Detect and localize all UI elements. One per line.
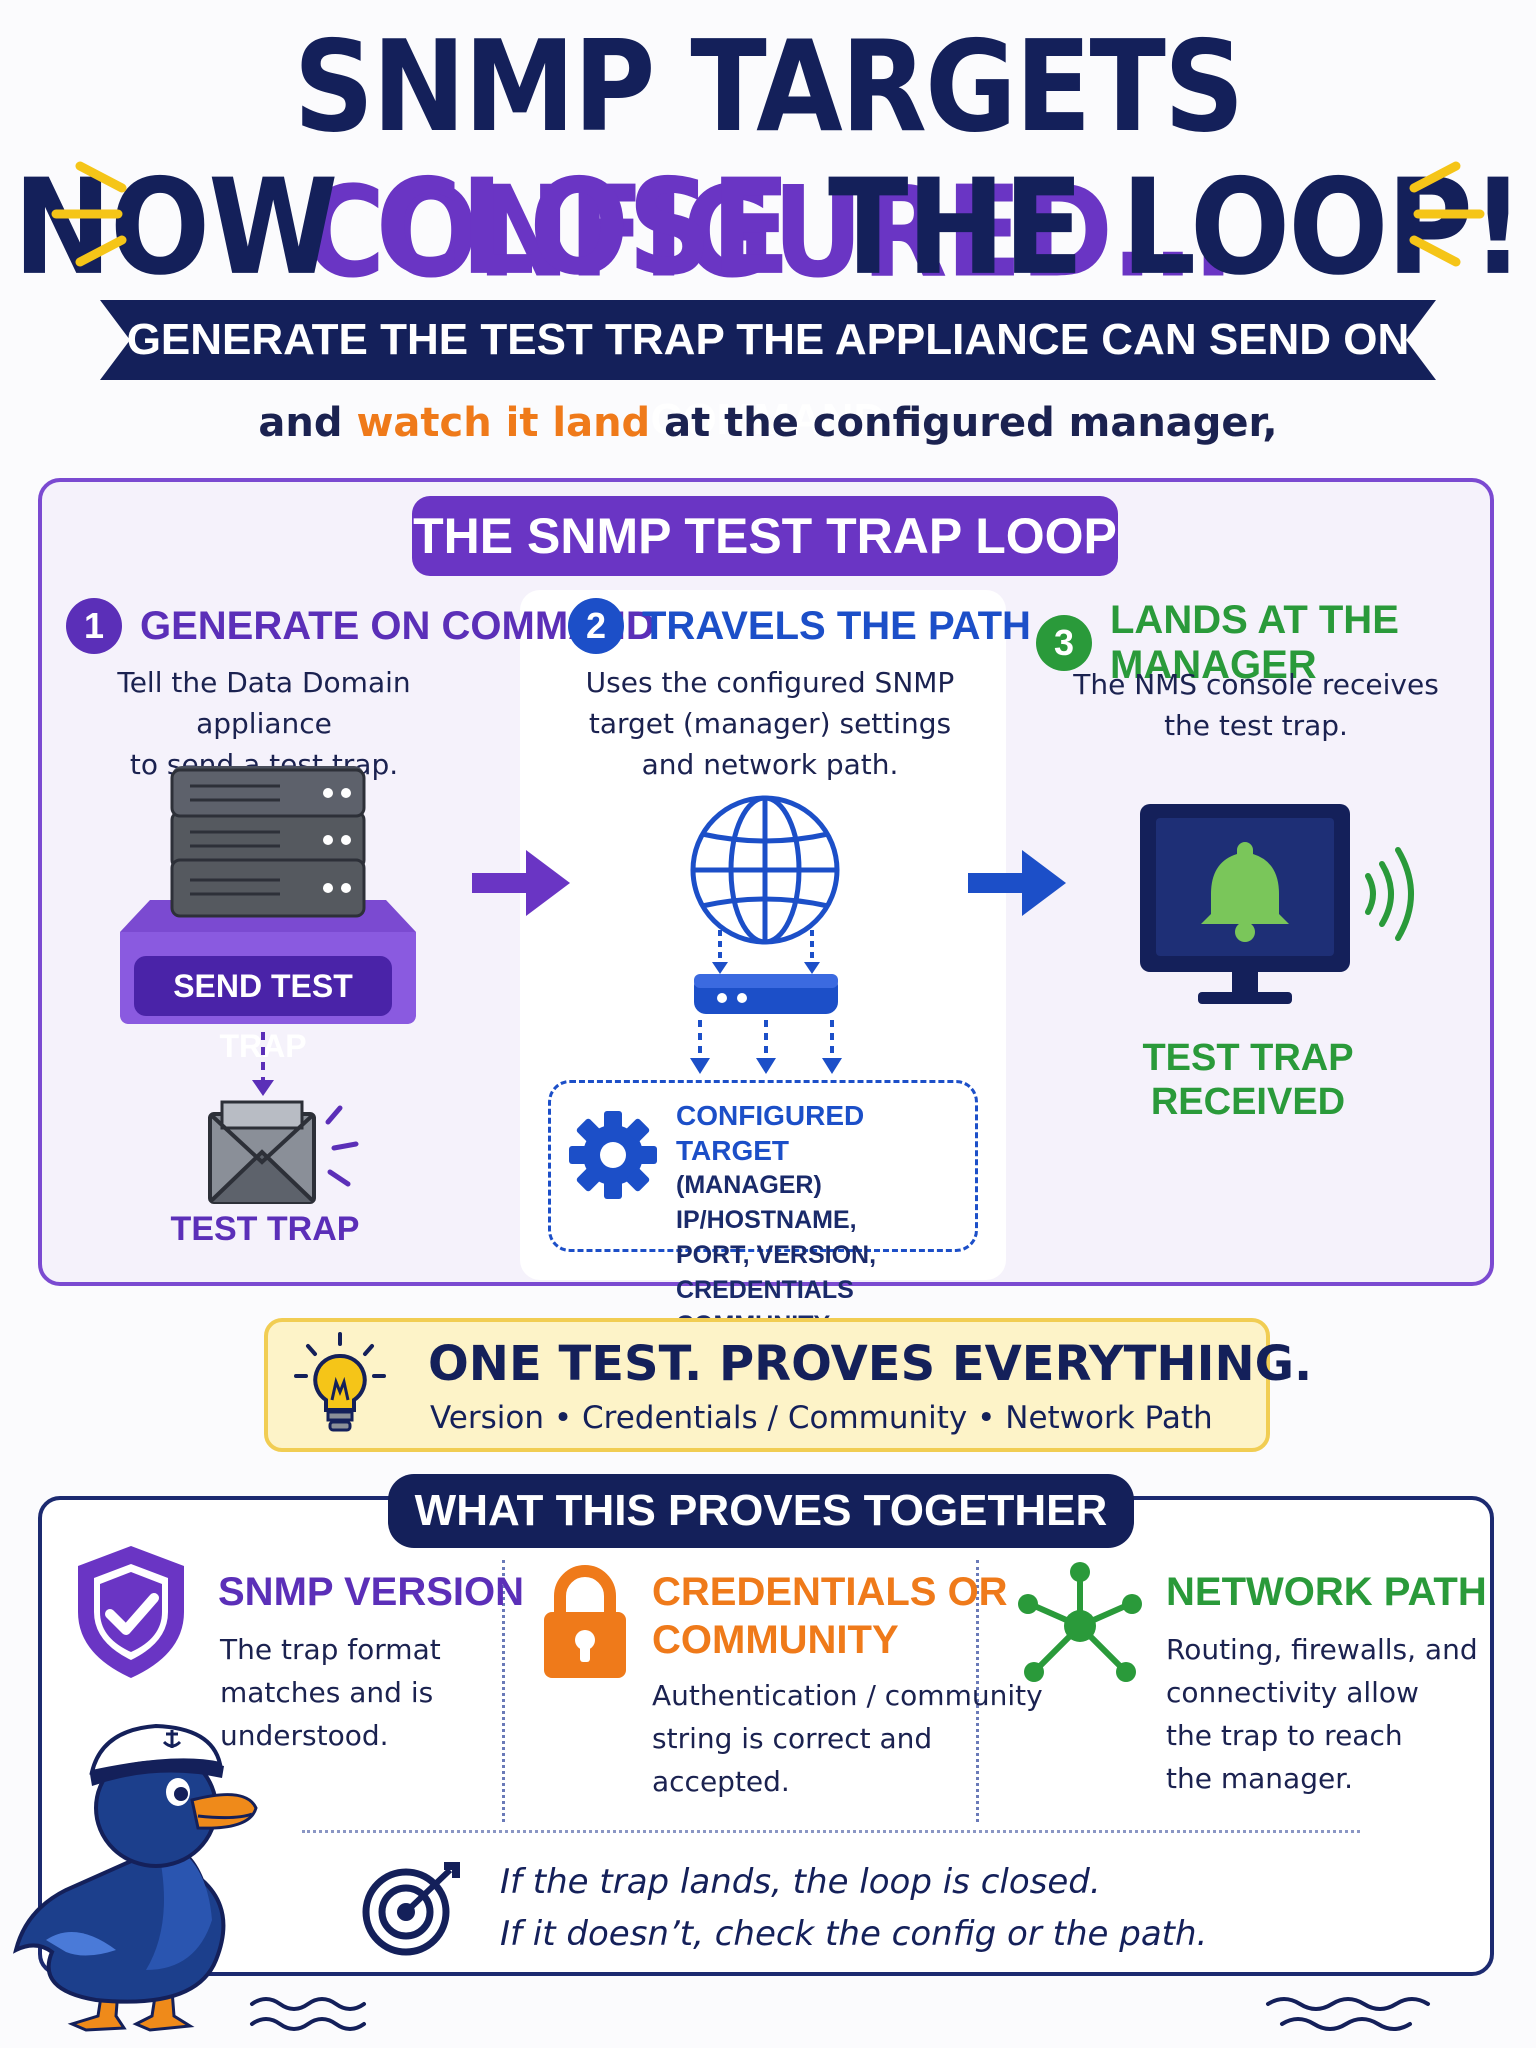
proves-item-3-desc-line: Routing, firewalls, and bbox=[1166, 1633, 1478, 1666]
send-test-trap-button[interactable]: SEND TEST TRAP bbox=[134, 956, 392, 1064]
arrow-right-icon bbox=[968, 850, 1066, 916]
proves-item-3-title: NETWORK PATH bbox=[1166, 1568, 1487, 1616]
subtitle: and watch it land at the configured mana… bbox=[0, 400, 1536, 446]
proves-panel bbox=[38, 1496, 1494, 1976]
configured-target-line: (MANAGER) IP/HOSTNAME, bbox=[676, 1171, 857, 1234]
headline-line-2: NOW CLOSE THE LOOP! bbox=[0, 150, 1536, 305]
step-2-description: Uses the configured SNMP target (manager… bbox=[560, 662, 980, 785]
loop-title: THE SNMP TEST TRAP LOOP bbox=[412, 496, 1118, 576]
proves-item-2-desc-line: Authentication / community bbox=[652, 1679, 1043, 1712]
step-2-number: 2 bbox=[568, 598, 624, 654]
spark-right-icon bbox=[1409, 161, 1485, 267]
configured-target-line: PORT, VERSION, CREDENTIALS bbox=[676, 1241, 877, 1304]
subtitle-text: and bbox=[258, 400, 357, 446]
step-1-desc-line: Tell the Data Domain appliance bbox=[117, 666, 411, 740]
wave-decoration bbox=[250, 1997, 366, 2031]
wave-decoration bbox=[1266, 1997, 1430, 2031]
envelope-icon bbox=[208, 1100, 359, 1204]
gear-icon bbox=[569, 1111, 657, 1199]
proves-title: WHAT THIS PROVES TOGETHER bbox=[388, 1474, 1134, 1548]
proves-item-2-title: CREDENTIALS OR COMMUNITY bbox=[652, 1568, 1008, 1664]
lightbulb-icon bbox=[294, 1332, 386, 1432]
proves-item-2-title-line: COMMUNITY bbox=[652, 1618, 899, 1662]
proves-item-1-title-line: SNMP VERSION bbox=[218, 1570, 524, 1614]
headline-highlight: CONFIGURED... bbox=[303, 160, 1235, 306]
dotted-arrow-down-icon bbox=[252, 1032, 274, 1096]
one-test-banner bbox=[264, 1318, 1270, 1452]
step-3-desc-line: the test trap. bbox=[1164, 709, 1348, 742]
network-node-icon bbox=[1018, 1562, 1142, 1682]
proves-item-2-desc-line: string is correct and bbox=[652, 1722, 933, 1755]
proves-item-1-desc-line: The trap format bbox=[220, 1633, 441, 1666]
step-2-desc-line: Uses the configured SNMP bbox=[585, 666, 955, 699]
closing-line: If it doesn’t, check the config or the p… bbox=[500, 1914, 1208, 1954]
headline-text: THE LOOP! bbox=[788, 149, 1525, 305]
step-3-title: LANDS AT THE MANAGER bbox=[1110, 598, 1399, 687]
subtitle-text: at the configured manager, bbox=[650, 400, 1278, 446]
row-divider bbox=[302, 1830, 1360, 1833]
trap-received-line: TEST TRAP bbox=[1142, 1037, 1354, 1079]
arrow-right-icon bbox=[472, 850, 570, 916]
proves-item-2-desc-line: accepted. bbox=[652, 1765, 790, 1798]
step-2-title: TRAVELS THE PATH bbox=[642, 603, 1031, 648]
proves-item-3-desc-line: the manager. bbox=[1166, 1762, 1354, 1795]
ribbon-banner bbox=[100, 300, 1436, 380]
trap-received-label: TEST TRAP RECEIVED bbox=[1110, 1036, 1386, 1124]
step-2-desc-line: and network path. bbox=[641, 748, 899, 781]
column-divider bbox=[976, 1560, 979, 1822]
step-1-description: Tell the Data Domain appliance to send a… bbox=[60, 662, 468, 785]
monitor-bell-icon bbox=[1140, 804, 1414, 1004]
subtitle-highlight: watch it land bbox=[356, 400, 651, 446]
padlock-icon bbox=[544, 1565, 626, 1678]
proves-item-3-description: Routing, firewalls, and connectivity all… bbox=[1166, 1628, 1478, 1800]
step-2-heading: 2 TRAVELS THE PATH bbox=[568, 598, 1031, 654]
step-2-desc-line: target (manager) settings bbox=[588, 707, 952, 740]
one-test-title: ONE TEST. PROVES EVERYTHING. bbox=[428, 1336, 1313, 1392]
proves-item-3-desc-line: connectivity allow bbox=[1166, 1676, 1419, 1709]
proves-item-2-title-line: CREDENTIALS OR bbox=[652, 1570, 1008, 1614]
step-3-description: The NMS console receives the test trap. bbox=[1050, 664, 1462, 746]
step-1-heading: 1 GENERATE ON COMMAND bbox=[66, 598, 655, 654]
proves-item-3-title-line: NETWORK PATH bbox=[1166, 1570, 1487, 1614]
proves-item-1-description: The trap format matches and is understoo… bbox=[220, 1628, 441, 1757]
headline-text: NOW bbox=[13, 149, 376, 305]
column-divider bbox=[502, 1560, 505, 1822]
step-1-number: 1 bbox=[66, 598, 122, 654]
router-icon bbox=[694, 930, 838, 1014]
proves-item-1-desc-line: understood. bbox=[220, 1719, 389, 1752]
configured-target-title: CONFIGURED TARGET bbox=[676, 1100, 865, 1166]
proves-item-1-title: SNMP VERSION bbox=[218, 1568, 524, 1616]
step-3-heading: 3 LANDS AT THE MANAGER bbox=[1036, 598, 1536, 688]
trap-received-line: RECEIVED bbox=[1150, 1081, 1346, 1123]
configured-target-text: CONFIGURED TARGET (MANAGER) IP/HOSTNAME,… bbox=[676, 1098, 976, 1343]
proves-item-1-desc-line: matches and is bbox=[220, 1676, 434, 1709]
step-3-number: 3 bbox=[1036, 615, 1092, 671]
shield-check-icon bbox=[78, 1546, 184, 1678]
spark-left-icon bbox=[51, 161, 127, 267]
one-test-subtitle: Version • Credentials / Community • Netw… bbox=[430, 1400, 1213, 1436]
test-trap-label: TEST TRAP bbox=[170, 1210, 360, 1248]
ribbon-text: GENERATE THE TEST TRAP THE APPLIANCE CAN… bbox=[126, 315, 1410, 444]
headline-line-1: SNMP TARGETS CONFIGURED... bbox=[0, 14, 1536, 305]
closing-line: If the trap lands, the loop is closed. bbox=[500, 1862, 1101, 1902]
dashed-arrows-down-icon bbox=[690, 1020, 842, 1074]
headline-text: SNMP TARGETS bbox=[293, 14, 1244, 160]
headline-highlight: CLOSE bbox=[375, 149, 790, 305]
globe-icon bbox=[690, 795, 840, 945]
target-icon bbox=[362, 1862, 460, 1956]
closing-statement: If the trap lands, the loop is closed. I… bbox=[500, 1856, 1207, 1960]
proves-item-2-description: Authentication / community string is cor… bbox=[652, 1674, 1043, 1803]
step-3-desc-line: The NMS console receives bbox=[1073, 668, 1439, 701]
duck-mascot bbox=[13, 1723, 258, 2032]
proves-item-3-desc-line: the trap to reach bbox=[1166, 1719, 1403, 1752]
